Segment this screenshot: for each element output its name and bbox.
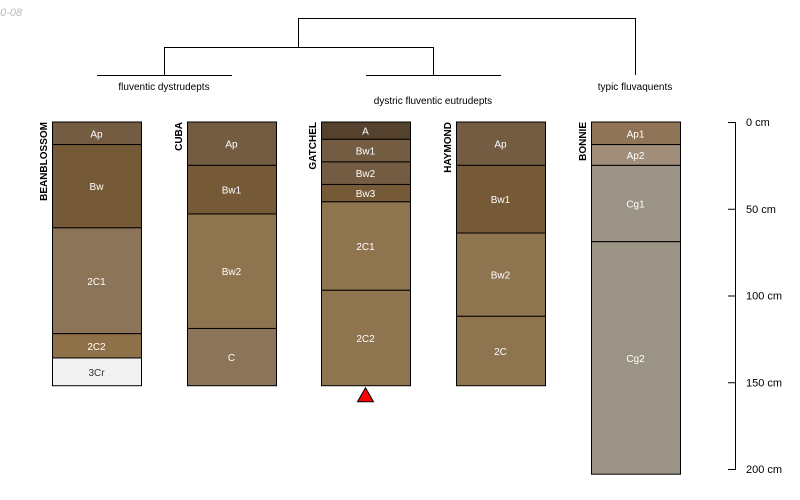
horizon — [321, 289, 411, 387]
horizon-label: Ap2 — [627, 151, 645, 162]
horizon — [187, 327, 277, 387]
horizon-label: Ap — [90, 129, 103, 140]
depth-axis: 0 cm 50 cm 100 cm 150 cm 200 cm — [728, 117, 782, 476]
horizon — [591, 241, 681, 475]
horizon — [52, 357, 142, 387]
horizon — [52, 333, 142, 359]
group-label: typic fluvaquents — [598, 82, 673, 93]
corner-text: 10-08 — [0, 7, 23, 19]
axis-tick-label: 50 cm — [746, 204, 776, 216]
profile-name: GATCHEL — [308, 122, 319, 170]
profile-name: BEANBLOSSOM — [39, 122, 50, 201]
axis-tick-label: 200 cm — [746, 464, 782, 476]
horizon — [456, 121, 546, 166]
horizon-label: Cg1 — [626, 200, 645, 211]
horizon-label: Cg2 — [626, 354, 645, 365]
group-label: fluventic dystrudepts — [118, 82, 209, 93]
horizon — [187, 213, 277, 329]
group-label: dystric fluventic eutrudepts — [374, 96, 492, 107]
horizon-label: Bw2 — [356, 169, 376, 180]
horizon — [187, 164, 277, 215]
horizon-label: Bw2 — [222, 267, 242, 278]
horizon-label: Bw2 — [491, 271, 511, 282]
horizon — [456, 232, 546, 317]
horizon-label: A — [362, 127, 369, 138]
horizon-label: 2C — [494, 347, 507, 358]
dendro-branch-1 — [164, 47, 434, 75]
horizon-label: 2C1 — [356, 242, 375, 253]
horizon-label: Bw1 — [356, 147, 376, 158]
horizon — [187, 121, 277, 166]
axis-tick-label: 150 cm — [746, 377, 782, 389]
horizon-label: 3Cr — [88, 368, 105, 379]
profile-name: BONNIE — [578, 122, 589, 161]
horizon-label: Bw1 — [222, 186, 242, 197]
axis-tick-label: 100 cm — [746, 291, 782, 303]
horizon-label: Ap1 — [627, 129, 645, 140]
horizon — [456, 164, 546, 234]
red-triangle-icon — [356, 386, 375, 403]
horizon — [456, 315, 546, 387]
horizon — [591, 164, 681, 243]
horizon-label: 2C2 — [87, 342, 106, 353]
profile-name: CUBA — [174, 122, 185, 151]
horizon-label: Bw3 — [356, 189, 376, 200]
horizon — [321, 201, 411, 291]
horizon-label: Bw1 — [491, 195, 511, 206]
dendrogram — [97, 18, 636, 76]
horizon-label: Bw — [90, 182, 105, 193]
axis-tick-label: 0 cm — [746, 117, 770, 129]
profile-name: HAYMOND — [443, 122, 454, 173]
horizon-label: 2C1 — [87, 277, 106, 288]
horizon — [52, 144, 142, 229]
dendro-root — [298, 18, 636, 75]
horizon-label: Ap — [494, 140, 507, 151]
horizon-label: C — [228, 353, 235, 364]
horizon-label: 2C2 — [356, 334, 375, 345]
horizon-label: Ap — [225, 140, 238, 151]
